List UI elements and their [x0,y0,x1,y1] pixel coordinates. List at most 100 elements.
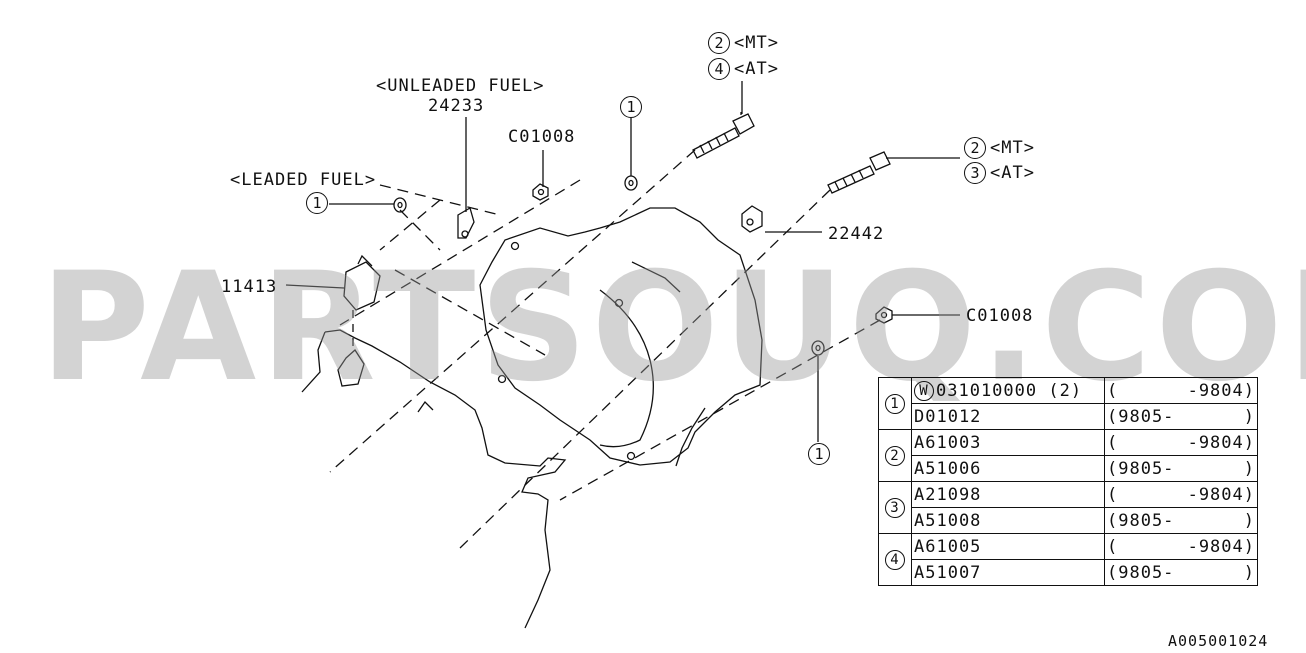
unleaded-fuel-label: <UNLEADED FUEL> [376,76,545,96]
housing-lower-edge [675,407,706,467]
part-number-c01008-right: C01008 [966,306,1034,326]
ref-cell: 4 [878,533,912,586]
date-close: -9804) [1187,380,1255,401]
ref-circle: 2 [885,445,905,466]
ref-circle-1-top: 1 [620,96,642,118]
part-24233-bracket [457,207,475,239]
date-open: ( [1107,536,1119,557]
table-row: A51007 (9805-) [879,559,1258,586]
date-close: ) [1243,458,1255,479]
washer-left-hole [397,201,403,209]
bolt-upper [692,112,755,159]
table-row: A51006 (9805-) [879,455,1258,482]
washer-top-hole [628,179,634,187]
assembly-axis-lines [329,149,881,549]
bolt-upper-at-label: <AT> [734,59,779,79]
housing-bolt-hole [497,374,507,384]
nut-c01008-right-hole [880,311,888,319]
date-cell: (9805-) [1104,455,1258,482]
nut-c01008-top-hole [537,188,545,196]
date-close: -9804) [1187,484,1255,505]
date-open: (9805- [1107,562,1175,583]
date-open: ( [1107,432,1119,453]
date-cell: ( -9804) [1104,481,1258,508]
date-open: (9805- [1107,406,1175,427]
nut-c01008-right [875,306,893,324]
engine-block-edge [301,331,326,393]
date-close: ) [1243,510,1255,531]
part-22442-bracket [741,205,763,233]
bolt-upper-mt-label: <MT> [734,33,779,53]
ref-circle-1-left: 1 [306,192,328,214]
leaded-fuel-label: <LEADED FUEL> [230,170,377,190]
date-open: (9805- [1107,510,1175,531]
date-close: -9804) [1187,536,1255,557]
ref-circle-2-right: 2 [964,137,986,159]
part-cell: A51007 [911,559,1105,586]
part-number-22442: 22442 [828,224,885,244]
engine-block-tab [417,400,434,413]
part-cell: D01012 [911,403,1105,430]
washer-bottom-hole [815,344,821,352]
part-cell: A61005 [911,533,1105,560]
part-number: A21098 [914,484,982,505]
part-22442-hole [746,218,754,226]
date-close: -9804) [1187,432,1255,453]
date-close: ) [1243,562,1255,583]
ref-cell: 3 [878,481,912,534]
ref-circle: 3 [885,497,905,518]
ref-circle-4-upper: 4 [708,58,730,80]
date-cell: ( -9804) [1104,377,1258,404]
date-cell: (9805-) [1104,507,1258,534]
housing-inner-line [631,261,681,293]
part-11413-lower [337,349,365,387]
part-11413-cap [343,261,381,311]
part-number: A61003 [914,432,982,453]
housing-bolt-hole [510,241,520,251]
washer-left [393,197,407,213]
date-open: ( [1107,484,1119,505]
table-row: A51008 (9805-) [879,507,1258,534]
ref-circle-2-upper: 2 [708,32,730,54]
date-open: ( [1107,380,1119,401]
nut-c01008-top [532,183,549,201]
table-row: D01012 (9805-) [879,403,1258,430]
housing-bolt-hole [614,298,624,308]
housing-inner-rib [599,289,654,448]
part-number: A51007 [914,562,982,583]
bolt-right-mt-label: <MT> [990,138,1035,158]
ref-circle: 4 [885,549,905,570]
engine-block-outline [324,329,567,629]
date-cell: (9805-) [1104,403,1258,430]
part-cell: A61003 [911,429,1105,456]
part-number-11413: 11413 [221,277,278,297]
ref-cell: 2 [878,429,912,482]
date-cell: ( -9804) [1104,533,1258,560]
part-number-c01008-top: C01008 [508,127,576,147]
housing-outline [479,207,763,466]
ref-circle: 1 [885,393,905,414]
w-marker-icon: W [914,380,934,401]
part-24233-hole [461,230,469,238]
bolt-right-at-label: <AT> [990,163,1035,183]
bolt-right [827,151,891,194]
date-close: ) [1243,406,1255,427]
date-cell: (9805-) [1104,559,1258,586]
part-cell: A51006 [911,455,1105,482]
date-open: (9805- [1107,458,1175,479]
part-number: 031010000 (2) [936,380,1083,401]
figure-id: A005001024 [1168,632,1269,650]
part-number-24233: 24233 [428,96,485,116]
ref-circle-3-right: 3 [964,162,986,184]
table-row: 4 A61005 ( -9804) [878,533,1258,586]
part-number: D01012 [914,406,982,427]
ref-circle-1-bottom: 1 [808,443,830,465]
part-11413-cap-top [357,254,373,267]
part-cell: A21098 [911,481,1105,508]
washer-top [624,175,638,191]
date-cell: ( -9804) [1104,429,1258,456]
part-number: A61005 [914,536,982,557]
